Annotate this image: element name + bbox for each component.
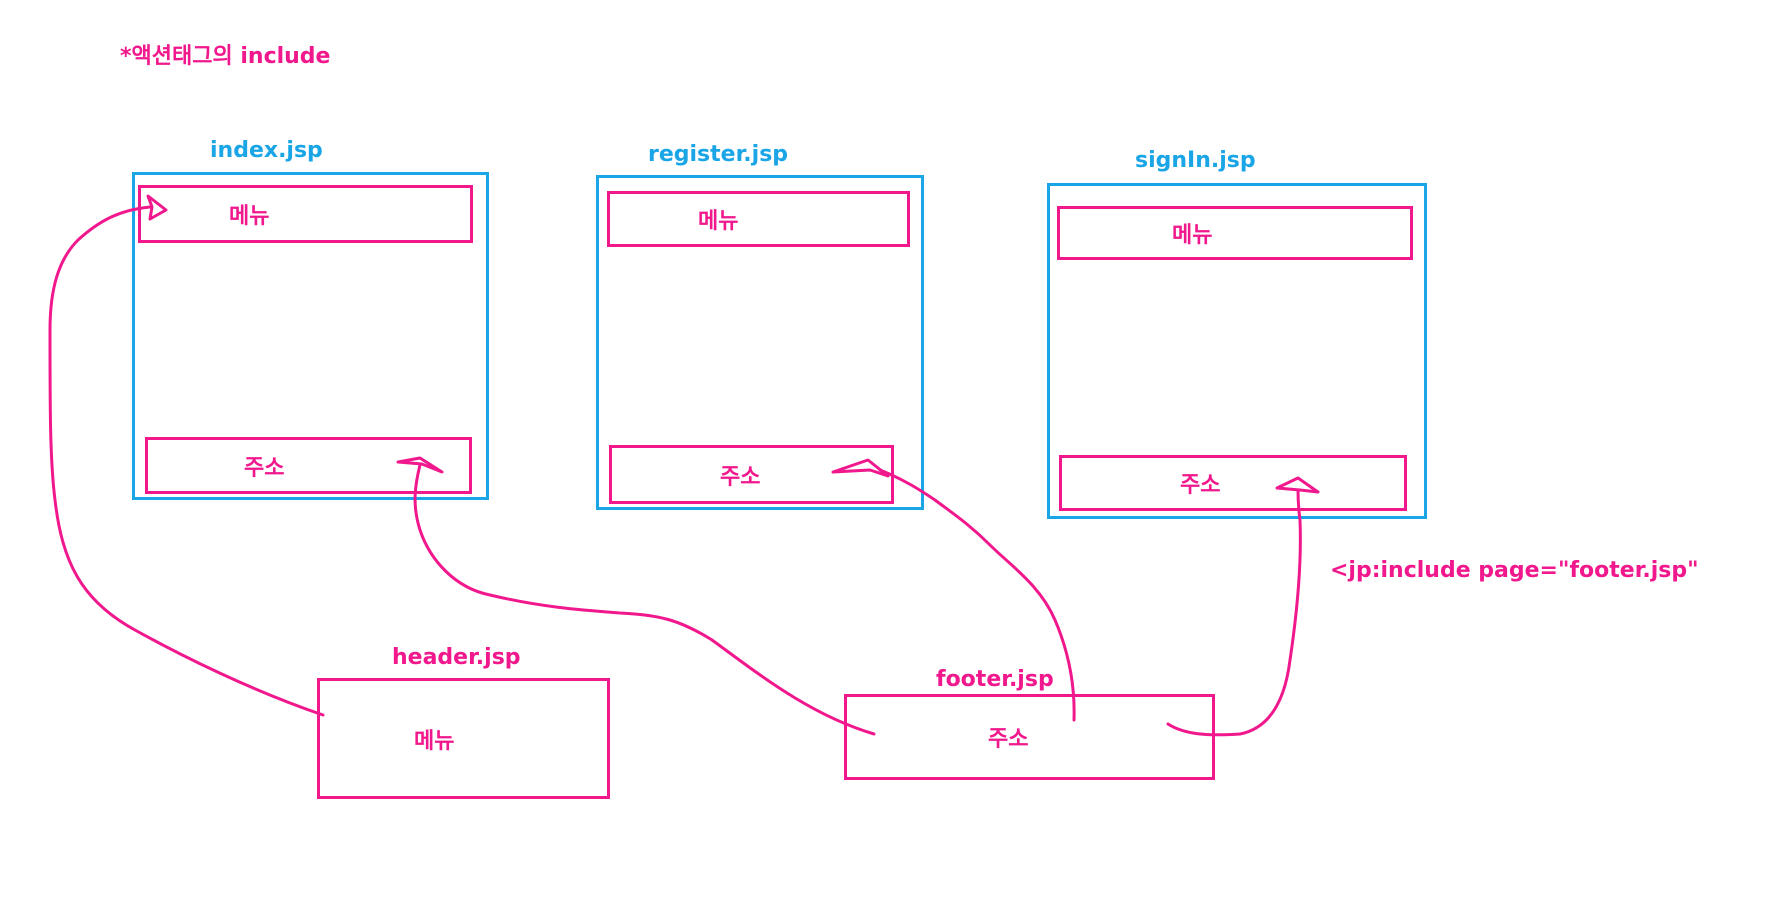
header-jsp-label: header.jsp: [392, 645, 521, 670]
arrow-header-to-index-menu: [48, 205, 325, 717]
register-jsp-label: register.jsp: [648, 142, 789, 167]
arrowhead-register-address: [831, 458, 890, 478]
arrowhead-signin-address: [1275, 476, 1320, 494]
signin-menu-box: 메뉴: [1057, 206, 1413, 260]
register-menu-text: 메뉴: [698, 209, 739, 234]
register-jsp-page-box: [596, 175, 924, 510]
arrow-footer-to-index-address: [413, 463, 876, 736]
signin-jsp-page-box: [1047, 183, 1427, 519]
signin-jsp-label: signIn.jsp: [1135, 148, 1256, 173]
index-jsp-label: index.jsp: [210, 138, 323, 163]
index-menu-text: 메뉴: [229, 204, 270, 229]
header-jsp-box: 메뉴: [317, 678, 610, 799]
footer-jsp-label: footer.jsp: [936, 667, 1054, 692]
diagram-title: *액션태그의 include: [120, 44, 331, 69]
index-address-text: 주소: [244, 455, 285, 481]
register-menu-box: 메뉴: [607, 191, 910, 247]
footer-address-text: 주소: [988, 727, 1029, 752]
signin-address-box: 주소: [1059, 455, 1407, 511]
signin-menu-text: 메뉴: [1172, 223, 1213, 248]
signin-address-text: 주소: [1180, 473, 1221, 498]
jsp-include-note: <jp:include page="footer.jsp": [1330, 558, 1699, 583]
index-jsp-page-box: [132, 172, 489, 500]
index-menu-box: 메뉴: [138, 185, 473, 243]
arrowhead-index-address: [396, 456, 444, 474]
footer-jsp-box: 주소: [844, 694, 1215, 780]
arrowhead-index-menu: [146, 194, 168, 221]
register-address-text: 주소: [720, 464, 761, 490]
arrow-footer-to-signin-address: [1166, 488, 1302, 737]
header-menu-text: 메뉴: [414, 728, 455, 754]
index-address-box: 주소: [145, 437, 472, 494]
arrow-footer-to-register-address: [878, 468, 1076, 722]
